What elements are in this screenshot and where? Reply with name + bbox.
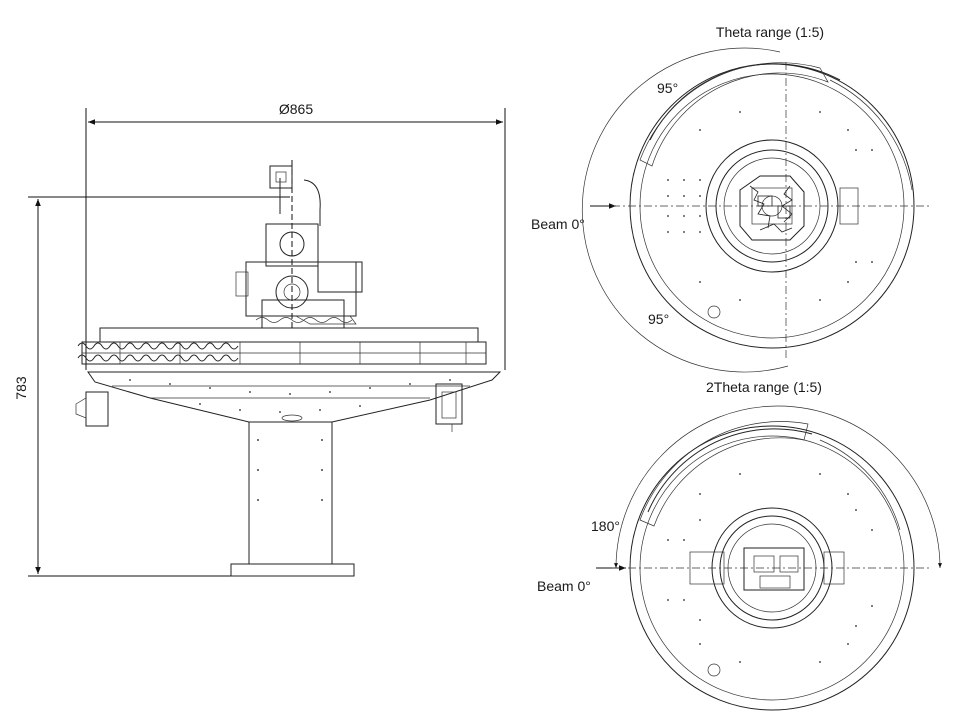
base-plate (230, 563, 355, 577)
two-theta-beam-label: Beam 0° (537, 578, 591, 594)
turntable-top (99, 327, 479, 343)
diameter-label: Ø865 (279, 101, 313, 117)
goniometer-head (235, 165, 363, 329)
theta-angle-top: 95° (657, 80, 678, 96)
two-theta-view: 2Theta range (1:5) 180° Beam 0° (537, 379, 942, 711)
theta-range-arc (581, 47, 789, 373)
height-label: 783 (13, 376, 29, 400)
theta-angle-bottom: 95° (648, 311, 669, 327)
height-dimension: 783 (13, 196, 290, 577)
two-theta-hole-grid (667, 473, 873, 663)
two-theta-range-arc (614, 405, 942, 569)
column-dots (257, 439, 323, 501)
side-view: Ø865 783 (13, 101, 506, 577)
theta-beam-label: Beam 0° (531, 216, 585, 232)
left-drive-box (85, 391, 109, 427)
cone-body (87, 371, 502, 423)
theta-hole-grid (667, 111, 873, 301)
cable-chain (77, 342, 239, 362)
two-theta-title: 2Theta range (1:5) (706, 379, 822, 395)
theta-title: Theta range (1:5) (716, 24, 824, 40)
support-column (248, 421, 333, 565)
theta-view: Theta range (1:5) 95° 95° Beam 0° (531, 24, 932, 373)
two-theta-angle: 180° (591, 518, 620, 534)
diameter-dimension: Ø865 (85, 101, 506, 370)
right-drive-box (435, 383, 463, 425)
